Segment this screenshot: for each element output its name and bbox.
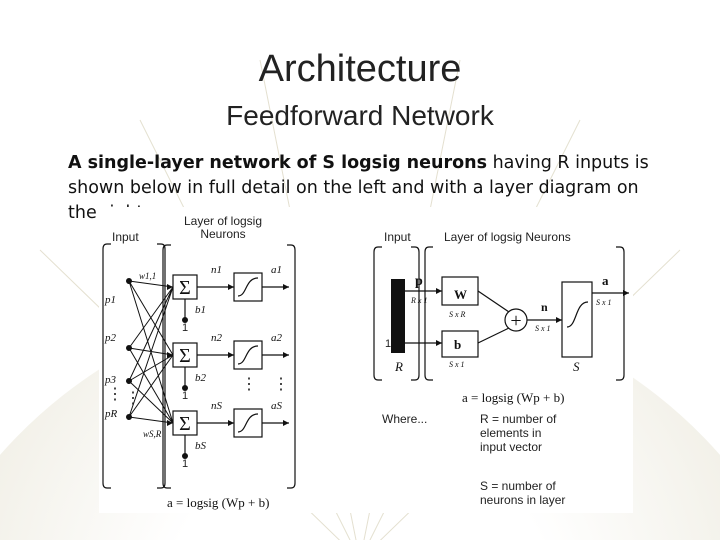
right-equation: a = logsig (Wp + b) — [462, 390, 564, 405]
where-label: Where... — [382, 412, 427, 426]
input-p-label: p — [415, 274, 423, 289]
net-ns: nS — [211, 400, 223, 412]
left-layer-label-1: Layer of logsig — [184, 214, 262, 228]
dim-S-label: S — [573, 359, 580, 374]
output-as: aS — [271, 400, 283, 412]
body-bold-text: A single-layer network of S logsig neuro… — [68, 153, 488, 173]
svg-text:Σ: Σ — [179, 413, 191, 435]
slide-title: Architecture — [258, 48, 462, 90]
input-p2: p2 — [104, 332, 117, 344]
layer-bracket-left — [162, 244, 171, 489]
right-layer-bracket — [424, 246, 433, 381]
input-bracket — [102, 243, 111, 489]
net-n-label: n — [541, 300, 548, 314]
svg-text:+: + — [510, 310, 521, 332]
layer-bracket-right — [287, 244, 296, 489]
weight-wsr: wS,R — [143, 429, 162, 439]
svg-text:Σ: Σ — [179, 345, 191, 367]
bias-b1: b1 — [195, 304, 206, 316]
s-definition-1: S = number of — [480, 479, 556, 493]
net-n2: n2 — [211, 332, 223, 344]
svg-text:⋮: ⋮ — [241, 376, 257, 393]
svg-text:⋮: ⋮ — [125, 390, 141, 407]
transfer-node-2 — [233, 340, 263, 370]
input-vector-bar — [391, 279, 405, 353]
output-a1: a1 — [271, 264, 282, 276]
bias-bs: bS — [195, 440, 207, 452]
output-a2: a2 — [271, 332, 283, 344]
left-layer-label-2: Neurons — [200, 227, 245, 241]
svg-text:Σ: Σ — [179, 277, 191, 299]
b-dim: S x 1 — [449, 360, 465, 369]
p-dim: R x 1 — [410, 296, 427, 305]
network-diagram: Σ Σ Σ + ⋮ ⋮ ⋮ ⋮ Input Layer of logsig Neur… — [99, 207, 633, 513]
r-definition-1: R = number of — [480, 412, 557, 426]
bias-one-s: 1 — [182, 458, 188, 470]
W-dim: S x R — [449, 310, 466, 319]
input-ellipsis: ⋮ — [107, 386, 123, 403]
right-input-bracket — [373, 246, 382, 381]
bias-one-2: 1 — [182, 390, 188, 402]
right-layer-label: Layer of logsig Neurons — [444, 230, 571, 244]
right-input-label: Input — [384, 230, 411, 244]
svg-text:⋮: ⋮ — [273, 376, 289, 393]
s-definition-2: neurons in layer — [480, 493, 565, 507]
right-bias-one: 1 — [385, 338, 391, 350]
network-diagram-svg: Σ Σ Σ + ⋮ ⋮ ⋮ ⋮ Input Layer of logsig Neur… — [102, 214, 629, 510]
weight-W-label: W — [454, 287, 467, 302]
logsig-transfer-block — [561, 281, 593, 358]
r-definition-2: elements in — [480, 426, 541, 440]
n-dim: S x 1 — [535, 324, 551, 333]
bias-b2: b2 — [195, 372, 207, 384]
transfer-node-1 — [233, 272, 263, 302]
input-p1: p1 — [104, 294, 116, 306]
left-input-label: Input — [112, 230, 139, 244]
net-n1: n1 — [211, 264, 222, 276]
input-pr: pR — [104, 408, 118, 420]
dim-R-label: R — [394, 359, 403, 374]
a-dim: S x 1 — [596, 298, 612, 307]
input-bracket-right — [157, 243, 166, 489]
input-p3: p3 — [104, 374, 117, 386]
bias-b-label: b — [454, 337, 461, 352]
left-equation: a = logsig (Wp + b) — [167, 495, 269, 510]
weight-w11: w1,1 — [139, 271, 156, 281]
bias-vector-block — [441, 330, 479, 358]
r-definition-3: input vector — [480, 440, 542, 454]
output-a-label: a — [602, 273, 609, 288]
transfer-node-s — [233, 408, 263, 438]
bias-one-1: 1 — [182, 322, 188, 334]
slide-subtitle: Feedforward Network — [226, 100, 494, 131]
